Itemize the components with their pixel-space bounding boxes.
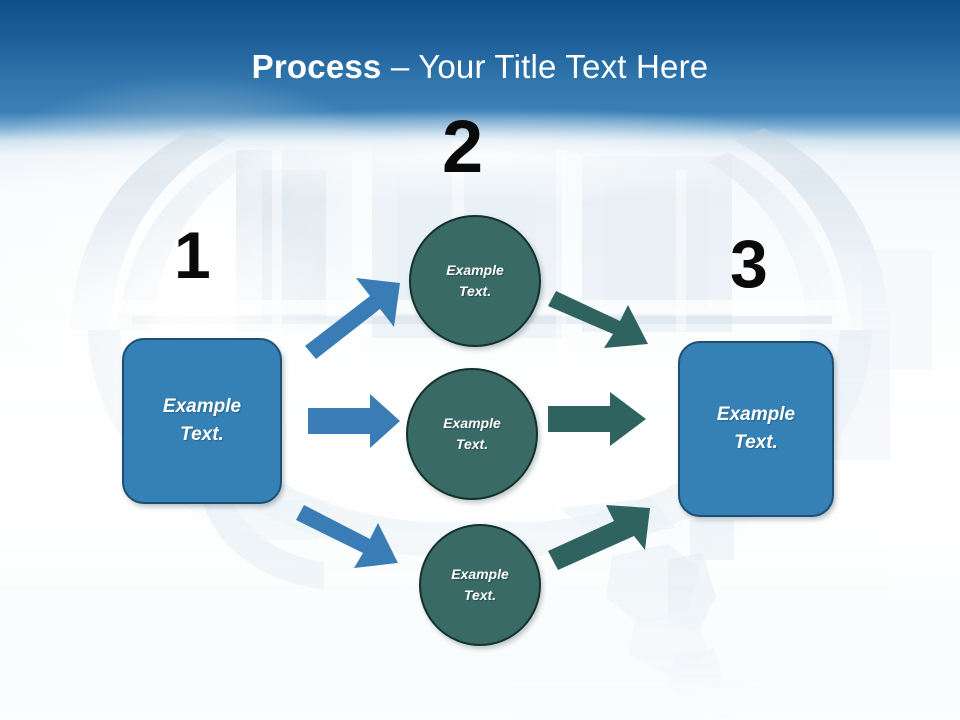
slide-title: Process – Your Title Text Here xyxy=(0,48,960,86)
process-circle-bottom[interactable]: Example Text. xyxy=(419,524,541,646)
step-number-1: 1 xyxy=(174,218,211,292)
process-box-right[interactable]: Example Text. xyxy=(678,341,834,517)
slide-title-strong: Process xyxy=(251,48,382,85)
step-number-3: 3 xyxy=(730,226,768,302)
process-circle-middle[interactable]: Example Text. xyxy=(406,368,538,500)
process-circle-bottom-label: Example Text. xyxy=(451,566,509,603)
process-box-left-label: Example Text. xyxy=(162,396,242,445)
process-circle-top[interactable]: Example Text. xyxy=(409,215,541,347)
process-box-left[interactable]: Example Text. xyxy=(122,338,282,504)
process-box-right-label: Example Text. xyxy=(716,404,796,453)
step-number-2: 2 xyxy=(442,105,484,188)
process-circle-top-label: Example Text. xyxy=(446,262,504,299)
slide-title-light: Your Title Text Here xyxy=(418,48,709,85)
slide-title-separator: – xyxy=(381,48,419,85)
process-circle-middle-label: Example Text. xyxy=(443,415,501,452)
